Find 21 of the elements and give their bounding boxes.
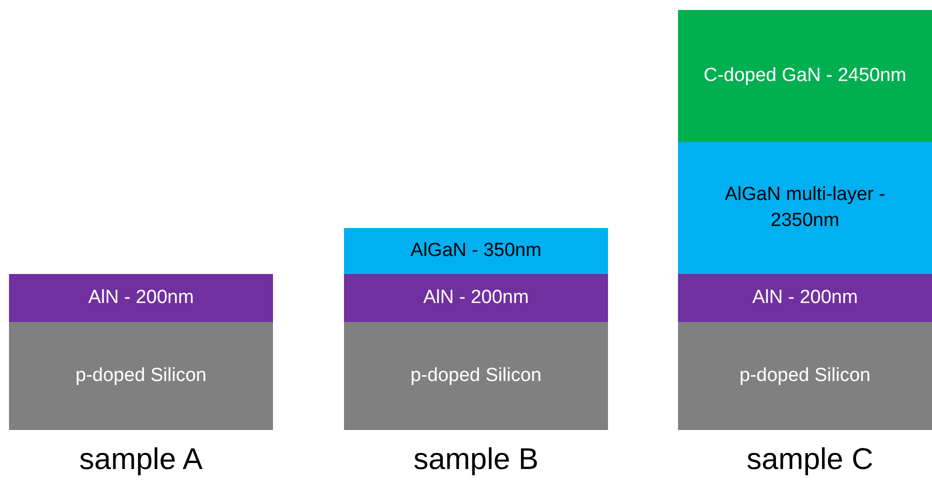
sample-caption: sample B: [412, 443, 540, 477]
aln-layer: [344, 274, 608, 322]
algan-layer: [678, 142, 932, 274]
layer-label: AlN - 200nm: [88, 286, 194, 310]
layer-label: p-doped Silicon: [740, 364, 870, 388]
aln-layer: [9, 274, 273, 322]
layer-label: AlGaN - 350nm: [410, 239, 542, 264]
layer-label: p-doped Silicon: [410, 364, 542, 388]
silicon-substrate-layer: [344, 322, 608, 430]
layer-label: AlN - 200nm: [752, 286, 858, 310]
layer-label: AlGaN multi-layer - 2350nm: [724, 183, 886, 233]
gan-layer: [678, 10, 932, 142]
layer-label: C-doped GaN - 2450nm: [704, 64, 906, 88]
silicon-substrate-layer: [678, 322, 932, 430]
layer-label: p-doped Silicon: [76, 364, 206, 388]
aln-layer: [678, 274, 932, 322]
layer-label: AlN - 200nm: [423, 286, 529, 310]
algan-layer: [344, 228, 608, 274]
sample-caption: sample C: [746, 443, 874, 477]
silicon-substrate-layer: [9, 322, 273, 430]
sample-caption: sample A: [78, 443, 204, 477]
